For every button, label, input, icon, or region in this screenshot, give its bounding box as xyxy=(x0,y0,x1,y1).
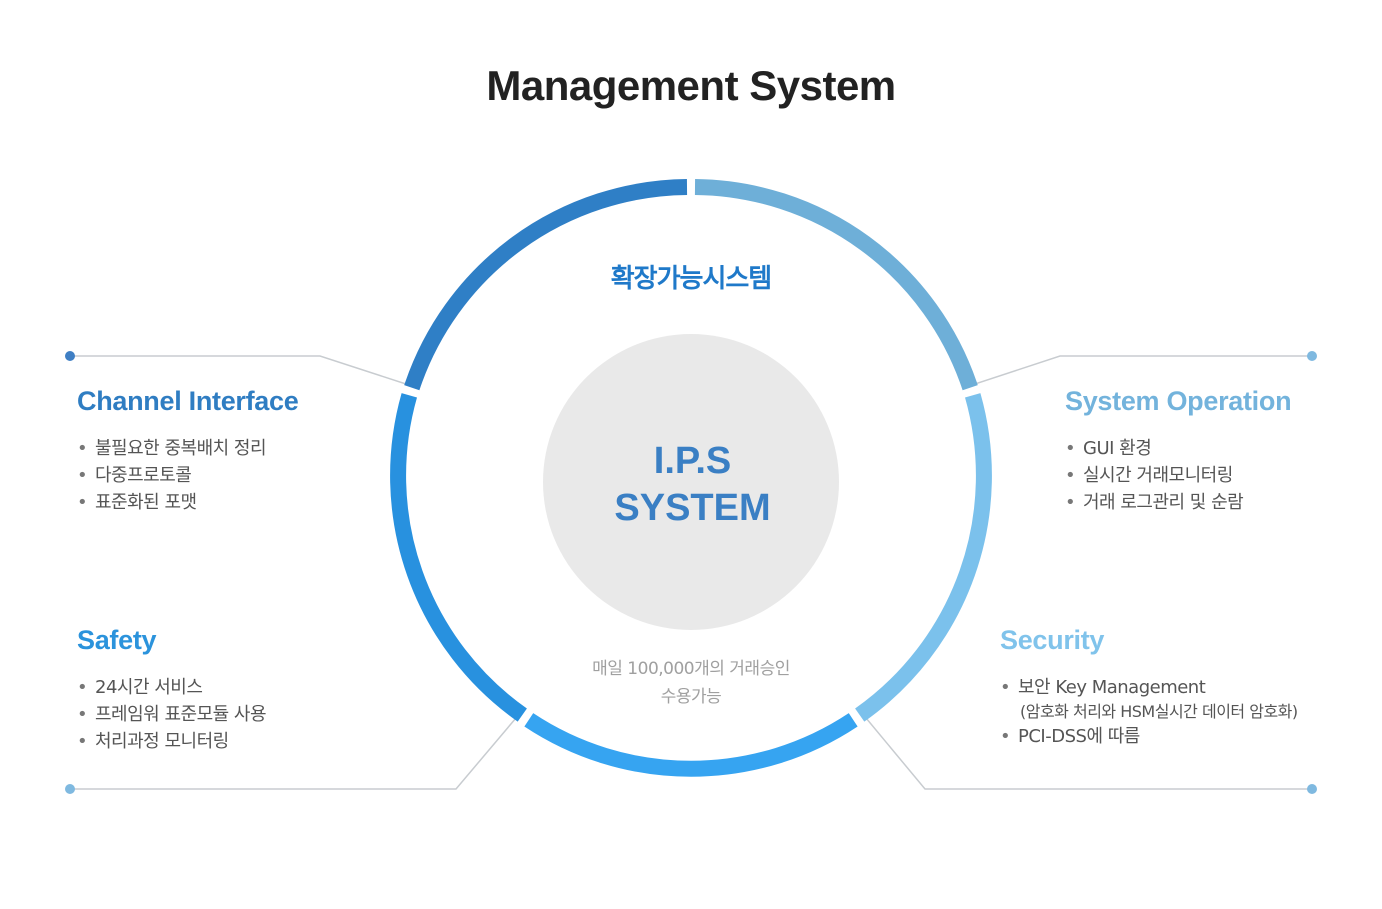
list-item: • xyxy=(1065,516,1291,523)
feature-list: • 24시간 서비스 • 프레임워 표준모듈 사용 • 처리과정 모니터링 xyxy=(77,674,267,755)
list-item-text: 거래 로그관리 및 순람 xyxy=(1083,492,1244,513)
ring-segment-top-left xyxy=(404,179,688,391)
list-item-text: (암호화 처리와 HSM실시간 데이터 암호화) xyxy=(1020,702,1298,721)
list-item-text: 24시간 서비스 xyxy=(95,677,203,698)
bullet-icon: • xyxy=(1065,492,1076,513)
list-item: • 거래 로그관리 및 순람 xyxy=(1065,489,1291,516)
list-item: • 실시간 거래모니터링 xyxy=(1065,462,1291,489)
bullet-icon: • xyxy=(77,731,88,752)
list-item: • 표준화된 포맷 xyxy=(77,489,298,516)
bullet-icon: • xyxy=(77,492,88,513)
core-circle xyxy=(543,334,839,630)
list-item: • GUI 환경 xyxy=(1065,435,1291,462)
bullet-icon: • xyxy=(1065,516,1083,523)
ring-label: 확장가능시스템 xyxy=(610,264,772,294)
core-label-line-1: I.P.S xyxy=(653,440,732,482)
capacity-note-line-2: 수용가능 xyxy=(660,687,722,707)
feature-list: • 보안 Key Management (암호화 처리와 HSM실시간 데이터 암… xyxy=(1000,674,1298,750)
list-item-text: PCI-DSS에 따름 xyxy=(1018,726,1140,747)
list-item-text: 프레임워 표준모듈 사용 xyxy=(95,704,267,725)
connector-channel xyxy=(70,355,407,385)
list-item-text: 다중프로토콜 xyxy=(95,465,192,486)
page-title: Management System xyxy=(486,62,896,109)
capacity-note-line-1: 매일 100,000개의 거래승인 xyxy=(592,659,790,679)
ring-segment-right xyxy=(855,393,992,722)
core-label-line-2: SYSTEM xyxy=(614,487,771,529)
connector-dot-safety xyxy=(65,784,75,794)
feature-list: •GUI 환경 •실시간 거래모니터링 •거래 로그관리 및 순람 • xyxy=(1065,435,1291,523)
section-system-operation: System Operation •GUI 환경 •실시간 거래모니터링 •거래… xyxy=(1065,386,1292,523)
bullet-icon: • xyxy=(77,438,88,459)
list-item-detail: (암호화 처리와 HSM실시간 데이터 암호화) xyxy=(1000,701,1298,723)
list-item: • 보안 Key Management xyxy=(1000,674,1298,701)
connector-dot-operation xyxy=(1307,351,1317,361)
list-item-text: 실시간 거래모니터링 xyxy=(1083,465,1233,486)
bullet-icon: • xyxy=(1065,438,1076,459)
section-security: Security • 보안 Key Management (암호화 처리와 HSM… xyxy=(1000,625,1298,750)
list-item: • 불필요한 중복배치 정리 xyxy=(77,435,298,462)
bullet-icon: • xyxy=(1000,677,1011,698)
bullet-icon: • xyxy=(1065,465,1076,486)
connector-dot-channel xyxy=(65,351,75,361)
section-title: Safety xyxy=(77,625,157,655)
list-item-text: GUI 환경 xyxy=(1083,438,1152,459)
core-label: I.P.S SYSTEM xyxy=(545,438,840,532)
connector-security xyxy=(865,717,1312,790)
bullet-icon: • xyxy=(1000,726,1011,747)
capacity-note: 매일 100,000개의 거래승인 수용가능 xyxy=(541,655,841,711)
ring-segment-left xyxy=(390,393,527,722)
ring-segment-bottom xyxy=(524,713,858,777)
list-item: • 프레임워 표준모듈 사용 xyxy=(77,701,267,728)
list-item-text: 처리과정 모니터링 xyxy=(95,731,229,752)
ring-segment-top-right xyxy=(694,179,978,391)
bullet-icon: • xyxy=(77,465,88,486)
section-title: Channel Interface xyxy=(77,386,299,416)
bullet-icon: • xyxy=(77,677,88,698)
bullet-icon: • xyxy=(77,704,88,725)
connector-safety xyxy=(70,717,517,790)
connector-dot-security xyxy=(1307,784,1317,794)
list-item-text: 표준화된 포맷 xyxy=(95,492,197,513)
section-title: System Operation xyxy=(1065,386,1292,416)
list-item: • PCI-DSS에 따름 xyxy=(1000,723,1298,750)
section-safety: Safety • 24시간 서비스 • 프레임워 표준모듈 사용 • 처리과정 모니터… xyxy=(77,625,267,755)
list-item: • 24시간 서비스 xyxy=(77,674,266,701)
connector-operation xyxy=(974,355,1312,385)
section-channel-interface: Channel Interface • 불필요한 중복배치 정리 • 다중프로토콜 … xyxy=(77,386,299,516)
list-item-text: 불필요한 중복배치 정리 xyxy=(95,438,267,459)
list-item: • 다중프로토콜 xyxy=(77,462,298,489)
section-title: Security xyxy=(1000,625,1105,655)
list-item-text: 보안 Key Management xyxy=(1018,677,1206,698)
feature-list: • 불필요한 중복배치 정리 • 다중프로토콜 • 표준화된 포맷 xyxy=(77,435,298,516)
list-item: • 처리과정 모니터링 xyxy=(77,728,266,755)
